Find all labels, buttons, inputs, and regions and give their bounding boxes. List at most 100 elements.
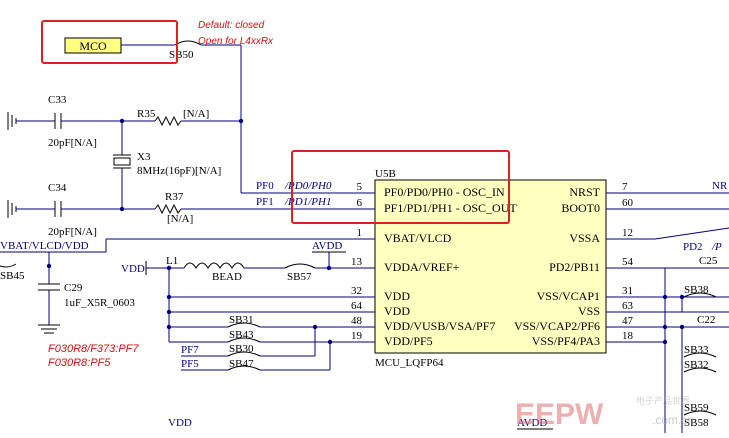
r35-value: [N/A] xyxy=(183,108,209,120)
net-vdd-bottom: VDD xyxy=(168,417,192,429)
chip-ref: U5B xyxy=(375,168,396,180)
annotation-open-for: Open for L4xxRx xyxy=(198,36,274,47)
chip-pin-name-32: VDD xyxy=(384,289,410,303)
chip-pin-name-48: VDD/VUSB/VSA/PF7 xyxy=(384,319,495,333)
vdda-section: AVDD VDD L1 BEAD SB57 xyxy=(121,240,375,327)
chip-pin-num-13: 13 xyxy=(351,256,363,268)
chip-pin-name-7: NRST xyxy=(569,185,600,199)
chip-pin-name-6: PF1/PD1/PH1 - OSC_OUT xyxy=(384,201,517,215)
l1-ref: L1 xyxy=(166,255,178,267)
ground-symbol-c29 xyxy=(38,324,60,334)
x3-crystal xyxy=(113,157,131,166)
chip-pin-num-47: 47 xyxy=(622,315,634,327)
right-labels: NR PD2 /P C25 SB38 C22 SB33 SB32 SB59 SB… xyxy=(683,180,728,429)
vbat-section: VBAT/VLCD/VDD SB45 C29 1uF_X5R_0603 xyxy=(0,238,375,334)
net-pf1: PF1 xyxy=(256,196,274,208)
x3-ref: X3 xyxy=(137,151,151,163)
chip-pin-name-18: VSS/PF4/PA3 xyxy=(532,334,600,348)
x3-value: 8MHz(16pF)[N/A] xyxy=(137,165,221,177)
watermark-domain: .com.cn xyxy=(652,413,694,427)
sb31-label: SB31 xyxy=(229,314,253,326)
c33-value: 20pF[N/A] xyxy=(48,137,97,149)
r35-resistor xyxy=(154,115,182,127)
sb38-label: SB38 xyxy=(684,284,709,296)
l1-value: BEAD xyxy=(212,271,242,283)
chip-pin-name-1: VBAT/VLCD xyxy=(384,231,452,245)
chip-pin-name-64: VDD xyxy=(384,304,410,318)
chip-pin-name-12: VSSA xyxy=(569,231,600,245)
ground-symbol-c34 xyxy=(7,200,50,218)
r37-ref: R37 xyxy=(165,191,184,203)
chip-body xyxy=(374,179,607,354)
chip-pin-num-64: 64 xyxy=(351,300,363,312)
sb32-label: SB32 xyxy=(684,359,708,371)
c34-value: 20pF[N/A] xyxy=(48,226,97,238)
chip-pin-num-31: 31 xyxy=(622,285,633,297)
crystal-section: C33 20pF[N/A] R35 [N/A] X3 8MHz(16pF)[N/… xyxy=(7,94,375,238)
chip-pin-name-19: VDD/PF5 xyxy=(384,334,433,348)
ground-symbol-c33 xyxy=(7,112,50,130)
chip-pin-name-13: VDDA/VREF+ xyxy=(384,260,460,274)
annotation-default-closed: Default: closed xyxy=(198,20,265,31)
c34-ref: C34 xyxy=(48,182,67,194)
chip-pin-num-7: 7 xyxy=(622,181,628,193)
net-pf7: PF7 xyxy=(181,344,199,356)
chip-pin-name-63: VSS xyxy=(578,304,600,318)
chip-pin-num-48: 48 xyxy=(351,315,363,327)
l1-bead xyxy=(183,262,245,269)
net-nr: NR xyxy=(712,180,728,192)
vdd-pins-section: SB31 SB43 PF7 SB30 PF5 SB47 F030R8/F373:… xyxy=(48,294,375,371)
c25-ref: C25 xyxy=(699,255,718,267)
chip-pin-num-12: 12 xyxy=(622,227,633,239)
annotation-f030-pf5: F030R8:PF5 xyxy=(48,357,111,369)
highlight-osc-box xyxy=(291,150,510,224)
net-pf5: PF5 xyxy=(181,358,199,370)
chip-pin-num-32: 32 xyxy=(351,285,362,297)
c29-ref: C29 xyxy=(64,282,83,294)
sb58-label: SB58 xyxy=(684,417,709,429)
chip-pin-name-31: VSS/VCAP1 xyxy=(537,289,600,303)
chip-pin-num-5: 5 xyxy=(357,181,363,193)
chip-part: MCU_LQFP64 xyxy=(375,357,444,369)
net-vdd: VDD xyxy=(121,263,145,275)
chip-pin-name-54: PD2/PB11 xyxy=(549,260,600,274)
highlight-mco-box xyxy=(41,20,178,64)
chip-pin-num-54: 54 xyxy=(622,256,634,268)
annotation-f030-pf7: F030R8/F373:PF7 xyxy=(48,343,139,355)
sb45-label: SB45 xyxy=(0,270,25,282)
chip-pin-name-47: VSS/VCAP2/PF6 xyxy=(514,319,600,333)
sb30-label: SB30 xyxy=(229,343,254,355)
mco-label: MCO xyxy=(79,39,107,53)
chip-pin-num-63: 63 xyxy=(622,300,634,312)
net-pd2-suffix: /P xyxy=(711,241,722,253)
c33-ref: C33 xyxy=(48,94,67,106)
sb43-label: SB43 xyxy=(229,329,254,341)
watermark-logo: EEPW xyxy=(515,398,604,431)
chip-pin-name-5: PF0/PD0/PH0 - OSC_IN xyxy=(384,185,505,199)
net-pf0-alt: /PD0/PH0 xyxy=(284,180,332,192)
chip-pin-num-19: 19 xyxy=(351,330,363,342)
net-pf1-alt: /PD1/PH1 xyxy=(284,196,331,208)
chip-pin-num-6: 6 xyxy=(357,197,363,209)
r37-value: [N/A] xyxy=(167,213,193,225)
chip-u5b: U5B MCU_LQFP64 PF0/PD0/PH0 - OSC_IN PF1/… xyxy=(351,168,729,433)
net-vbat: VBAT/VLCD/VDD xyxy=(0,240,89,252)
net-avdd-bottom: AVDD xyxy=(517,417,547,429)
c29-value: 1uF_X5R_0603 xyxy=(64,297,135,309)
watermark: EEPW 电子产品世界 .com.cn xyxy=(515,395,694,431)
watermark-cn: 电子产品世界 xyxy=(636,395,690,407)
chip-pin-num-18: 18 xyxy=(622,330,634,342)
chip-pin-num-1: 1 xyxy=(357,227,363,239)
net-pf0: PF0 xyxy=(256,180,274,192)
chip-pin-name-60: BOOT0 xyxy=(561,201,600,215)
r37-resistor xyxy=(154,203,182,215)
chip-pin-num-60: 60 xyxy=(622,197,634,209)
sb50-label: SB50 xyxy=(169,49,194,61)
net-avdd: AVDD xyxy=(312,240,342,252)
sb47-label: SB47 xyxy=(229,358,254,370)
r35-ref: R35 xyxy=(137,108,156,120)
sb33-label: SB33 xyxy=(684,344,709,356)
net-pd2: PD2 xyxy=(683,241,703,253)
